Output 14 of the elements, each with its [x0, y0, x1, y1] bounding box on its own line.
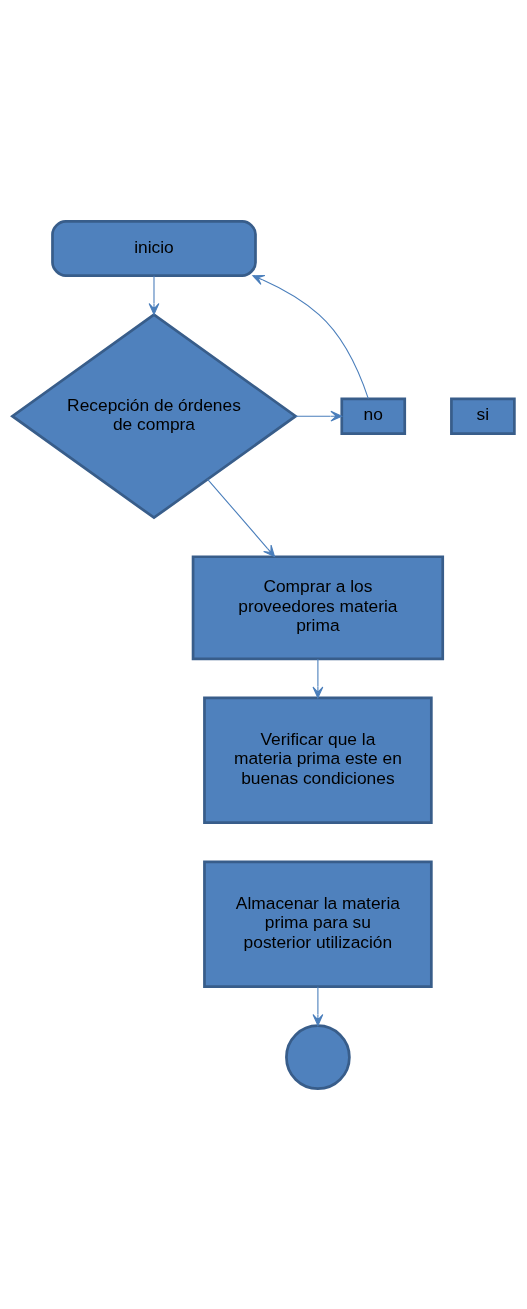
arrow: [148, 274, 160, 315]
node-box: Verificar que la materia prima este en buenas condiciones: [203, 696, 433, 824]
arrow: [295, 410, 343, 422]
node-diamond: Recepción de órdenes de compra: [10, 312, 298, 519]
arrow: [312, 657, 324, 698]
arrow: [252, 274, 369, 399]
arrow: [312, 985, 324, 1026]
node-box: Comprar a los proveedores materia prima: [191, 554, 445, 660]
node-box: inicio: [51, 219, 257, 277]
node-box: si: [450, 396, 516, 435]
node-box: no: [340, 396, 407, 435]
node-box: Almacenar la materia prima para su posterior utilización: [203, 859, 433, 988]
arrow: [207, 478, 276, 557]
node-circle: [285, 1023, 351, 1090]
